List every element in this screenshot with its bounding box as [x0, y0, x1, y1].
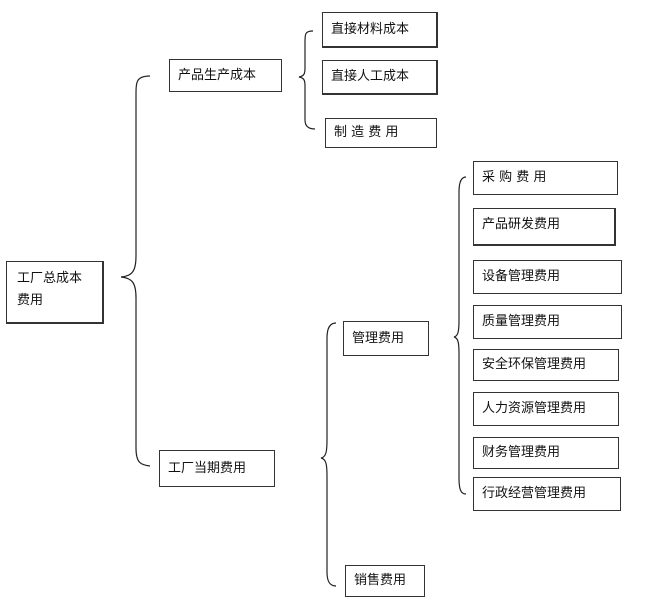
quality-management-label: 质量管理费用	[482, 314, 561, 329]
root-label: 工厂总成本费用	[17, 271, 83, 308]
finance-management-node: 财务管理费用	[473, 437, 619, 469]
direct-material-label: 直接材料成本	[331, 21, 410, 37]
safety-environment-node: 安全环保管理费用	[473, 349, 619, 381]
root-brace	[120, 75, 151, 467]
sales-expense-node: 销售费用	[345, 565, 425, 597]
finance-management-label: 财务管理费用	[482, 445, 561, 460]
management-expense-label: 管理费用	[352, 330, 405, 346]
product-cost-node: 产品生产成本	[169, 59, 282, 92]
period-expense-node: 工厂当期费用	[159, 450, 275, 487]
quality-management-node: 质量管理费用	[473, 305, 622, 339]
equipment-management-label: 设备管理费用	[482, 269, 561, 284]
product-cost-brace	[298, 30, 316, 130]
admin-management-node: 行政经营管理费用	[473, 477, 621, 511]
purchasing-expense-node: 采 购 费 用	[473, 161, 618, 195]
purchasing-expense-label: 采 购 费 用	[482, 170, 547, 185]
safety-environment-label: 安全环保管理费用	[482, 357, 587, 372]
human-resources-node: 人力资源管理费用	[473, 392, 619, 426]
management-expense-node: 管理费用	[343, 321, 429, 356]
admin-management-label: 行政经营管理费用	[482, 486, 587, 501]
direct-material-node: 直接材料成本	[322, 12, 438, 48]
product-cost-label: 产品生产成本	[178, 67, 257, 83]
direct-labor-node: 直接人工成本	[322, 60, 438, 95]
sales-expense-label: 销售费用	[354, 573, 407, 588]
equipment-management-node: 设备管理费用	[473, 260, 622, 294]
direct-labor-label: 直接人工成本	[331, 69, 410, 84]
period-expense-label: 工厂当期费用	[168, 460, 247, 476]
period-expense-brace	[320, 322, 337, 587]
manufacturing-overhead-label: 制 造 费 用	[334, 125, 399, 140]
root-node: 工厂总成本费用	[6, 261, 104, 324]
rnd-expense-label: 产品研发费用	[482, 217, 561, 232]
management-brace	[453, 176, 467, 495]
manufacturing-overhead-node: 制 造 费 用	[325, 118, 437, 148]
human-resources-label: 人力资源管理费用	[482, 401, 587, 416]
rnd-expense-node: 产品研发费用	[473, 208, 616, 246]
